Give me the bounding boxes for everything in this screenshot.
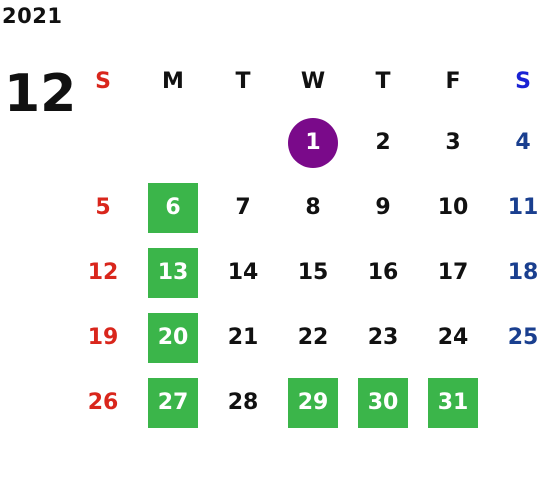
day-cell[interactable]: 5 xyxy=(68,175,138,240)
day-cell[interactable]: 26 xyxy=(68,370,138,435)
day-number: 10 xyxy=(437,195,469,220)
day-cell[interactable]: 4 xyxy=(488,110,548,175)
day-number: 30 xyxy=(358,377,408,428)
day-number: 14 xyxy=(227,260,259,285)
day-cell-empty xyxy=(138,110,208,175)
month-label: 12 xyxy=(4,64,77,124)
day-cell[interactable]: 1 xyxy=(278,110,348,175)
day-number: 26 xyxy=(87,390,119,415)
weekday-sunday: S xyxy=(95,68,111,94)
weekday-friday: F xyxy=(445,68,461,94)
day-cell-empty xyxy=(488,370,548,435)
year-label: 2021 xyxy=(2,4,63,28)
day-cell[interactable]: 15 xyxy=(278,240,348,305)
day-cell[interactable]: 3 xyxy=(418,110,488,175)
day-cell[interactable]: 30 xyxy=(348,370,418,435)
day-number: 29 xyxy=(288,377,338,428)
day-cell-empty xyxy=(68,110,138,175)
day-cell[interactable]: 28 xyxy=(208,370,278,435)
day-number: 23 xyxy=(367,325,399,350)
day-cell[interactable]: 12 xyxy=(68,240,138,305)
day-number: 4 xyxy=(515,130,531,155)
day-number: 13 xyxy=(148,247,198,298)
day-number: 8 xyxy=(305,195,321,220)
day-number: 20 xyxy=(148,312,198,363)
day-cell[interactable]: 25 xyxy=(488,305,548,370)
calendar-grid: S M T W T F S 1 2 3 4 5 6 7 8 9 10 11 12… xyxy=(68,52,548,435)
day-number: 3 xyxy=(445,130,461,155)
day-cell[interactable]: 22 xyxy=(278,305,348,370)
day-cell[interactable]: 18 xyxy=(488,240,548,305)
day-number: 9 xyxy=(375,195,391,220)
day-cell[interactable]: 19 xyxy=(68,305,138,370)
day-cell[interactable]: 23 xyxy=(348,305,418,370)
day-cell[interactable]: 8 xyxy=(278,175,348,240)
day-number: 11 xyxy=(507,195,539,220)
day-cell[interactable]: 31 xyxy=(418,370,488,435)
day-number: 5 xyxy=(95,195,111,220)
day-number: 18 xyxy=(507,260,539,285)
day-cell[interactable]: 14 xyxy=(208,240,278,305)
weekday-monday: M xyxy=(162,68,184,94)
day-cell[interactable]: 6 xyxy=(138,175,208,240)
day-number: 24 xyxy=(437,325,469,350)
day-number: 22 xyxy=(297,325,329,350)
day-number: 2 xyxy=(375,130,391,155)
day-cell[interactable]: 24 xyxy=(418,305,488,370)
weekday-saturday: S xyxy=(515,68,531,94)
day-number: 28 xyxy=(227,390,259,415)
day-number: 31 xyxy=(428,377,478,428)
day-cell[interactable]: 7 xyxy=(208,175,278,240)
day-number: 19 xyxy=(87,325,119,350)
day-cell[interactable]: 2 xyxy=(348,110,418,175)
day-number: 25 xyxy=(507,325,539,350)
day-number: 21 xyxy=(227,325,259,350)
day-number: 27 xyxy=(148,377,198,428)
day-cell[interactable]: 21 xyxy=(208,305,278,370)
day-cell[interactable]: 16 xyxy=(348,240,418,305)
weekday-thursday: T xyxy=(375,68,391,94)
day-cell[interactable]: 20 xyxy=(138,305,208,370)
day-number: 17 xyxy=(437,260,469,285)
day-number: 6 xyxy=(148,182,198,233)
day-number: 15 xyxy=(297,260,329,285)
day-cell[interactable]: 9 xyxy=(348,175,418,240)
day-cell[interactable]: 13 xyxy=(138,240,208,305)
weekday-tuesday: T xyxy=(235,68,251,94)
weekday-wednesday: W xyxy=(300,68,326,94)
day-cell[interactable]: 17 xyxy=(418,240,488,305)
day-number: 16 xyxy=(367,260,399,285)
day-cell[interactable]: 11 xyxy=(488,175,548,240)
day-number: 1 xyxy=(288,117,338,168)
day-cell[interactable]: 10 xyxy=(418,175,488,240)
day-cell[interactable]: 27 xyxy=(138,370,208,435)
day-cell[interactable]: 29 xyxy=(278,370,348,435)
day-number: 12 xyxy=(87,260,119,285)
day-cell-empty xyxy=(208,110,278,175)
day-number: 7 xyxy=(235,195,251,220)
